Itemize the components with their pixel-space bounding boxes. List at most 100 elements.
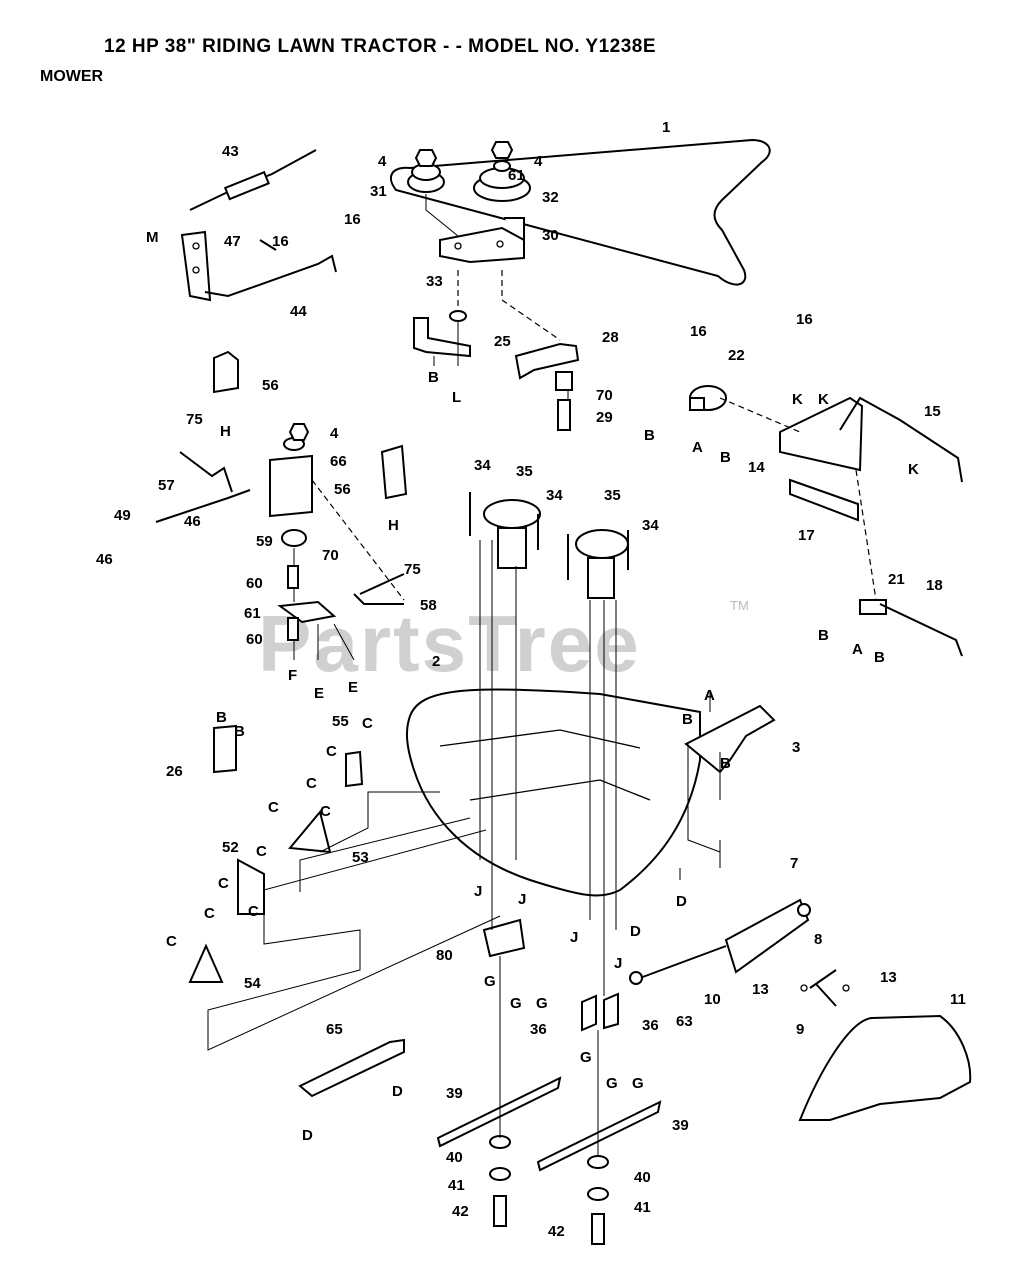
callout-36: 36: [530, 1021, 547, 1038]
ref-k: K: [792, 391, 803, 408]
part-spindle-right: [575, 529, 629, 559]
callout-35: 35: [516, 463, 533, 480]
part-54: [188, 943, 224, 983]
callout-35: 35: [604, 487, 621, 504]
callout-55: 55: [332, 713, 349, 730]
part-spindle-left: [483, 499, 541, 529]
callout-75: 75: [404, 561, 421, 578]
callout-26: 26: [166, 763, 183, 780]
ref-a: A: [852, 641, 863, 658]
ref-e: E: [348, 679, 358, 696]
diagram-title: 12 HP 38" RIDING LAWN TRACTOR - - MODEL …: [104, 36, 657, 57]
ref-c: C: [306, 775, 317, 792]
callout-10: 10: [704, 991, 721, 1008]
callout-52: 52: [222, 839, 239, 856]
part-56-top: [213, 350, 239, 394]
callout-16: 16: [796, 311, 813, 328]
callout-17: 17: [798, 527, 815, 544]
callout-32: 32: [542, 189, 559, 206]
ref-g: G: [632, 1075, 644, 1092]
callout-9: 9: [796, 1021, 804, 1038]
ref-g: G: [510, 995, 522, 1012]
callout-65: 65: [326, 1021, 343, 1038]
callout-4: 4: [378, 153, 387, 170]
callout-70: 70: [322, 547, 339, 564]
ref-b: B: [216, 709, 227, 726]
part-spacer-70: [555, 371, 573, 391]
callout-80: 80: [436, 947, 453, 964]
callout-16: 16: [272, 233, 289, 250]
ref-g: G: [536, 995, 548, 1012]
callout-41: 41: [634, 1199, 651, 1216]
callout-39: 39: [446, 1085, 463, 1102]
callout-numbers: 1 2 3 4 4 4 7 8 9 10 11 13 13 14 15 16 1…: [96, 119, 966, 1240]
callout-63: 63: [676, 1013, 693, 1030]
ref-j: J: [570, 929, 578, 946]
section-label: MOWER: [40, 68, 104, 85]
ref-h: H: [220, 423, 231, 440]
callout-42: 42: [548, 1223, 565, 1240]
callout-31: 31: [370, 183, 387, 200]
callout-18: 18: [926, 577, 943, 594]
callout-11: 11: [950, 991, 966, 1008]
callout-2: 2: [432, 653, 440, 670]
ref-b: B: [874, 649, 885, 666]
callout-66: 66: [330, 453, 347, 470]
callout-49: 49: [114, 507, 131, 524]
callout-54: 54: [244, 975, 261, 992]
part-55: [345, 750, 364, 788]
callout-4: 4: [534, 153, 543, 170]
callout-44: 44: [290, 303, 307, 320]
callout-34: 34: [546, 487, 563, 504]
callout-34: 34: [642, 517, 659, 534]
ref-g: G: [606, 1075, 618, 1092]
ref-j: J: [614, 955, 622, 972]
callout-13: 13: [880, 969, 897, 986]
ref-d: D: [392, 1083, 403, 1100]
part-bracket-7: [724, 898, 810, 974]
callout-46: 46: [184, 513, 201, 530]
ref-a: A: [692, 439, 703, 456]
callout-34: 34: [474, 457, 491, 474]
ref-g: G: [484, 973, 496, 990]
callout-40: 40: [634, 1169, 651, 1186]
callout-61: 61: [244, 605, 261, 622]
part-mower-deck: [405, 688, 701, 897]
callout-16: 16: [344, 211, 361, 228]
part-belt: [390, 138, 771, 286]
part-bracket-25: [413, 317, 471, 358]
callout-39: 39: [672, 1117, 689, 1134]
reference-letters: A A A B B B B B B B B B C C C C C C C C …: [146, 229, 919, 1144]
part-36-right: [603, 992, 619, 1030]
part-link-57: [179, 451, 233, 493]
part-lift-bracket-14: [779, 396, 864, 472]
callout-7: 7: [790, 855, 798, 872]
part-17: [789, 478, 859, 522]
part-drawings: [155, 138, 972, 1245]
callout-46: 46: [96, 551, 113, 568]
ref-a: A: [704, 687, 715, 704]
ref-b: B: [428, 369, 439, 386]
ref-c: C: [320, 803, 331, 820]
ref-l: L: [452, 389, 461, 406]
callout-28: 28: [602, 329, 619, 346]
callout-42: 42: [452, 1203, 469, 1220]
callout-1: 1: [662, 119, 670, 136]
callout-75: 75: [186, 411, 203, 428]
ref-e: E: [314, 685, 324, 702]
callout-43: 43: [222, 143, 239, 160]
ref-c: C: [256, 843, 267, 860]
callout-56: 56: [262, 377, 279, 394]
callout-36: 36: [642, 1017, 659, 1034]
callout-3: 3: [792, 739, 800, 756]
callout-61: 61: [508, 167, 525, 184]
part-26: [213, 724, 237, 774]
part-61: [277, 600, 337, 624]
ref-j: J: [474, 883, 482, 900]
ref-c: C: [268, 799, 279, 816]
ref-h: H: [388, 517, 399, 534]
callout-4: 4: [330, 425, 339, 442]
part-idler-arm: [180, 230, 337, 302]
callout-57: 57: [158, 477, 175, 494]
part-rod-10: [639, 945, 727, 979]
